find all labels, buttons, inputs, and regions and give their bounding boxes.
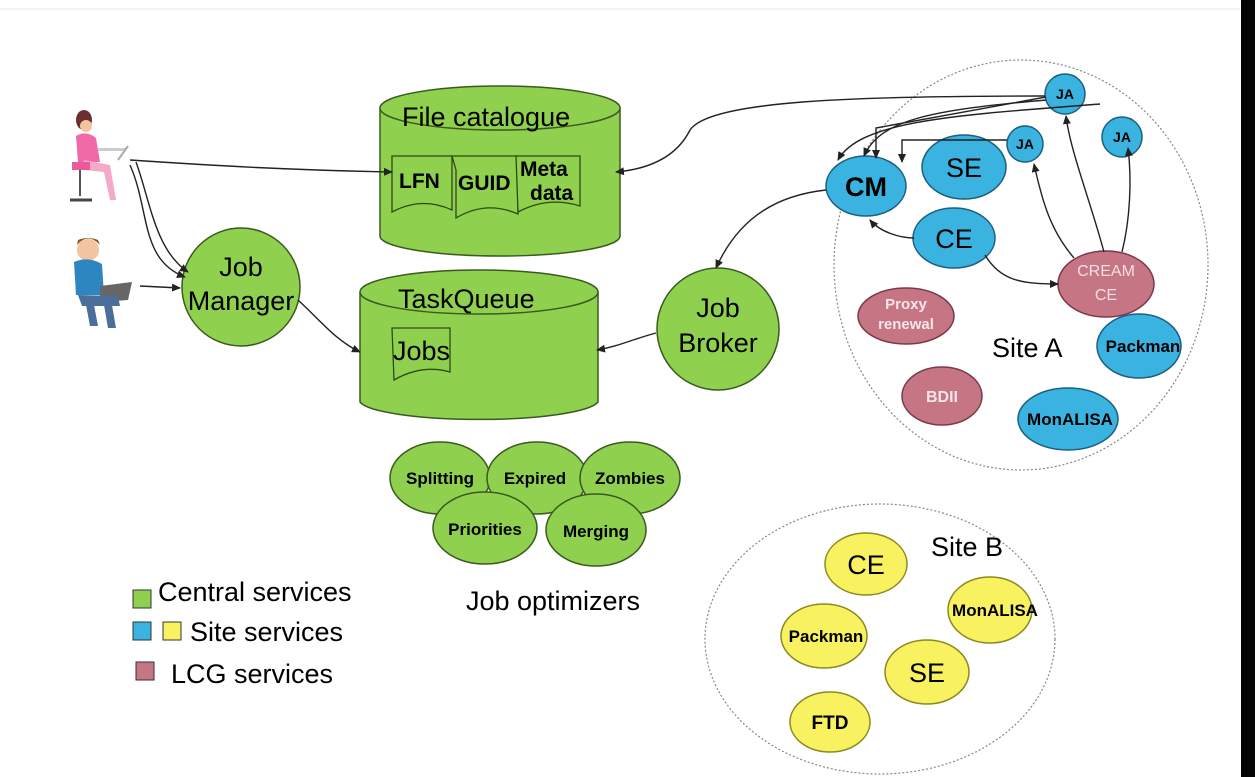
priorities-label: Priorities — [448, 520, 522, 539]
user-to-job-manager-arrow — [135, 161, 189, 273]
site-a-label: Site A — [992, 333, 1063, 363]
site-a-cream-line2: CE — [1095, 287, 1117, 304]
site-b-ftd-node — [789, 691, 871, 753]
site-b-se-label: SE — [909, 658, 945, 688]
file-catalogue-db: File catalogue LFN GUID Meta data — [379, 85, 621, 257]
legend-central-label: Central services — [158, 577, 352, 607]
site-b-label: Site B — [931, 532, 1003, 562]
site-a-se-label: SE — [946, 153, 982, 183]
site-a-monalisa-label: MonALISA — [1027, 410, 1113, 429]
site-a-packman-node — [1096, 313, 1182, 379]
job-manager-to-taskqueue-arrow — [297, 299, 361, 353]
file-catalogue-title: File catalogue — [402, 102, 570, 132]
site-a-ja-label-1: JA — [1056, 86, 1074, 102]
legend-lcg-label: LCG services — [171, 659, 333, 689]
site-b-ftd-label: FTD — [812, 713, 849, 734]
site-a-ja-node-3 — [1101, 116, 1143, 158]
task-queue-db: TaskQueue Jobs — [359, 269, 599, 421]
expired-label: Expired — [504, 469, 566, 488]
site-a-cream-ce-node — [1057, 250, 1155, 318]
site-b-monalisa-node — [947, 576, 1033, 644]
ja-to-cm-arrow-3 — [872, 96, 1047, 159]
ce-to-cm-arrow — [869, 219, 915, 239]
job-broker-line2: Broker — [678, 328, 758, 358]
legend-lcg-swatch — [135, 661, 155, 681]
user-male-laptop-icon — [74, 238, 132, 328]
site-a-proxy-renewal-node — [857, 287, 955, 345]
site-b-boundary — [704, 503, 1056, 775]
site-a-packman-label: Packman — [1106, 337, 1181, 356]
site-a-proxy-line1: Proxy — [885, 296, 927, 313]
site-a-group: CM SE CE JA JA JA CREAM CE Proxy renewal… — [825, 73, 1182, 451]
cream-to-ja2-arrow — [1031, 163, 1075, 259]
meta-label-line1: Meta — [520, 158, 568, 181]
legend-site-label: Site services — [190, 617, 343, 647]
legend: Central services Site services LCG servi… — [132, 577, 352, 689]
ja-to-cm-arrow-1 — [837, 103, 1101, 161]
job-optimizers-caption: Job optimizers — [466, 586, 640, 616]
ce-to-cream-arrow — [984, 254, 1059, 288]
user-to-job-manager-arrow-2 — [129, 164, 186, 278]
merging-label: Merging — [563, 522, 629, 541]
broker-to-taskqueue-arrow — [596, 332, 657, 353]
job-manager-node: Job Manager — [181, 227, 301, 347]
site-a-monalisa-node — [1017, 387, 1119, 451]
site-a-bdii-label: BDII — [926, 389, 958, 406]
site-b-ce-node — [824, 532, 908, 596]
job-broker-line1: Job — [696, 293, 740, 323]
ja2-to-cm-arrow — [898, 139, 1007, 163]
site-a-cream-line1: CREAM — [1077, 263, 1135, 280]
site-a-ja-label-2: JA — [1016, 136, 1034, 152]
cream-to-ja1-arrow — [1062, 115, 1105, 253]
right-edge-bar — [1241, 0, 1255, 777]
site-b-ce-label: CE — [847, 550, 885, 580]
site-a-cm-label: CM — [845, 172, 887, 202]
user2-to-job-manager-arrow — [139, 283, 181, 292]
user-female-icon — [70, 110, 129, 202]
site-b-se-node — [884, 639, 970, 705]
guid-label: GUID — [458, 172, 511, 195]
optimizer-merging — [545, 493, 647, 567]
cream-to-ja3-arrow — [1121, 147, 1133, 253]
zombies-label: Zombies — [595, 469, 665, 488]
cm-to-broker-arrow — [715, 189, 827, 269]
job-broker-node: Job Broker — [656, 267, 780, 391]
optimizer-priorities — [432, 491, 538, 565]
task-queue-title: TaskQueue — [398, 284, 535, 314]
site-a-ce-label: CE — [935, 224, 973, 254]
splitting-label: Splitting — [406, 469, 474, 488]
site-a-bdii-node — [901, 366, 983, 426]
site-b-packman-node — [780, 603, 868, 669]
connections — [129, 95, 1133, 353]
site-b-group: Site B CE MonALISA Packman SE FTD — [780, 532, 1038, 753]
site-a-se-node — [921, 134, 1007, 200]
legend-site-blue-swatch — [132, 621, 152, 641]
site-a-boundary — [833, 59, 1209, 471]
site-a-proxy-line2: renewal — [878, 316, 934, 333]
meta-label-line2: data — [530, 182, 574, 205]
site-a-ja-label-3: JA — [1113, 129, 1131, 145]
user-to-file-catalogue-arrow — [129, 159, 393, 176]
site-a-ja-node-1 — [1044, 73, 1086, 115]
site-b-packman-label: Packman — [789, 627, 864, 646]
job-optimizers-group: Splitting Expired Zombies Priorities Mer… — [389, 441, 681, 616]
jobs-label: Jobs — [393, 336, 450, 366]
site-a-ja-node-2 — [1006, 125, 1044, 163]
job-manager-line1: Job — [219, 252, 263, 282]
legend-central-swatch — [132, 589, 152, 609]
site-b-monalisa-label: MonALISA — [952, 601, 1038, 620]
legend-site-yellow-swatch — [162, 621, 182, 641]
job-manager-line2: Manager — [188, 286, 295, 316]
ja-to-file-catalogue-arrow — [615, 95, 1046, 176]
lfn-label: LFN — [399, 170, 440, 193]
